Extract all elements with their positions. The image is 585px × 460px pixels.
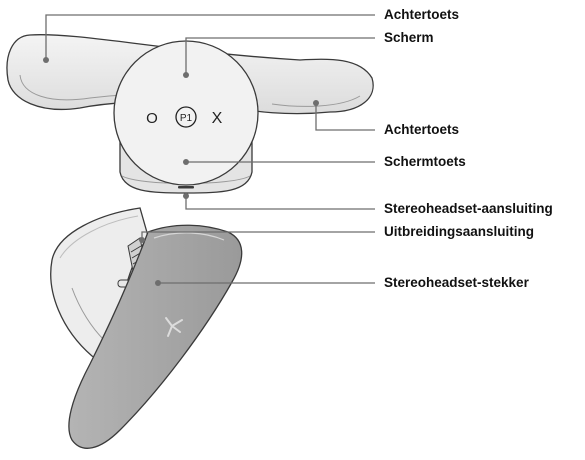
headset-port-slot bbox=[178, 186, 194, 189]
display-profile-symbol: P1 bbox=[180, 113, 193, 124]
attached-view bbox=[51, 208, 242, 448]
display-circle-symbol: O bbox=[146, 110, 158, 127]
label-display: Scherm bbox=[384, 30, 434, 46]
back-button-attachment: O P1 X bbox=[7, 35, 373, 193]
label-back-button-1: Achtertoets bbox=[384, 7, 459, 23]
label-display-button: Schermtoets bbox=[384, 154, 466, 170]
label-expansion-port: Uitbreidingsaansluiting bbox=[384, 224, 534, 240]
label-headset-port: Stereoheadset-aansluiting bbox=[384, 201, 553, 217]
display-cross-symbol: X bbox=[212, 110, 223, 127]
label-headset-plug: Stereoheadset-stekker bbox=[384, 275, 529, 291]
leader-headset-port bbox=[186, 196, 375, 209]
label-back-button-2: Achtertoets bbox=[384, 122, 459, 138]
